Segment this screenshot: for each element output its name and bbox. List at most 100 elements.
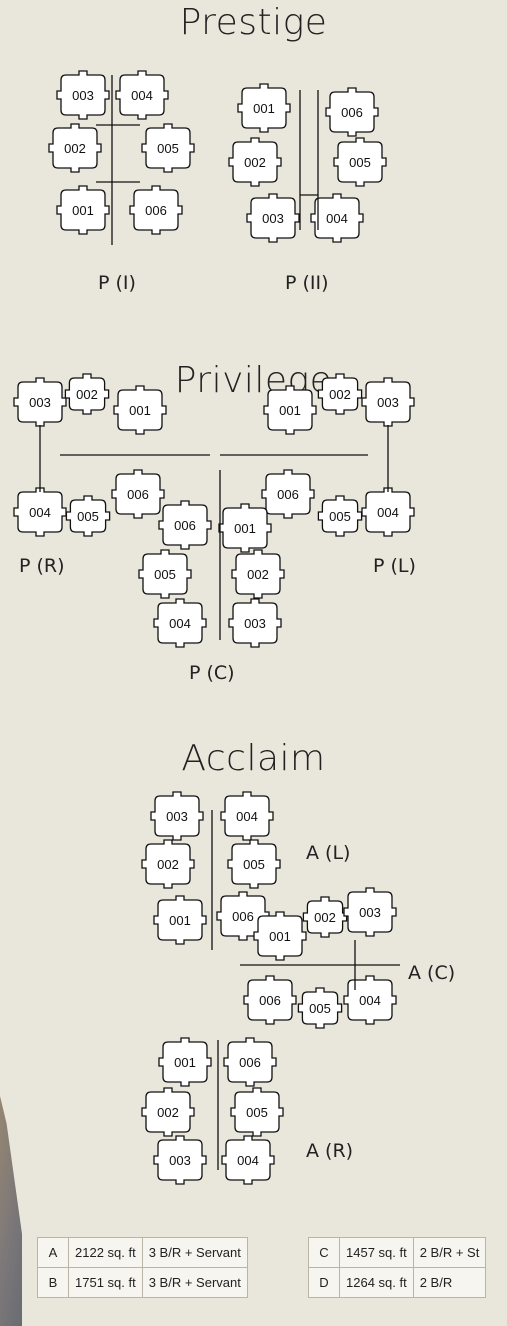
- legend-area: 2122 sq. ft: [68, 1237, 143, 1268]
- unit-number-label: 003: [29, 395, 51, 410]
- caption-p-r: P (R): [19, 555, 65, 577]
- unit-005: 005: [141, 123, 195, 173]
- legend-type: A: [37, 1237, 69, 1268]
- unit-003: 003: [13, 377, 67, 427]
- section-title-prestige: Prestige: [179, 2, 328, 43]
- legend-config: 2 B/R: [412, 1267, 487, 1298]
- legend-row: B 1751 sq. ft 3 B/R + Servant: [37, 1267, 248, 1298]
- unit-outline: [115, 70, 169, 120]
- unit-001: 001: [263, 385, 317, 435]
- unit-002: 002: [231, 549, 285, 599]
- unit-outline: [141, 1087, 195, 1137]
- unit-outline: [253, 911, 307, 961]
- unit-outline: [343, 975, 397, 1025]
- unit-001: 001: [158, 1037, 212, 1087]
- unit-outline: [13, 487, 67, 537]
- legend-type: D: [308, 1267, 340, 1298]
- unit-number-label: 002: [76, 387, 98, 402]
- unit-outline: [48, 123, 102, 173]
- unit-outline: [297, 987, 343, 1029]
- legend-type: C: [308, 1237, 340, 1268]
- unit-002: 002: [141, 839, 195, 889]
- caption-p-ii: P (II): [285, 272, 329, 294]
- unit-legend-table-right: C 1457 sq. ft 2 B/R + St D 1264 sq. ft 2…: [308, 1237, 487, 1298]
- unit-number-label: 003: [262, 211, 284, 226]
- unit-004: 004: [361, 487, 415, 537]
- unit-001: 001: [56, 185, 110, 235]
- unit-outline: [220, 791, 274, 841]
- legend-type: B: [37, 1267, 69, 1298]
- unit-number-label: 003: [244, 616, 266, 631]
- unit-number-label: 004: [236, 809, 258, 824]
- unit-outline: [141, 123, 195, 173]
- unit-number-label: 001: [279, 403, 301, 418]
- unit-outline: [243, 975, 297, 1025]
- unit-number-label: 004: [237, 1153, 259, 1168]
- unit-outline: [317, 495, 363, 537]
- unit-outline: [228, 598, 282, 648]
- unit-outline: [227, 839, 281, 889]
- unit-002: 002: [141, 1087, 195, 1137]
- legend-config: 2 B/R + St: [412, 1237, 487, 1268]
- unit-outline: [150, 791, 204, 841]
- unit-outline: [158, 1037, 212, 1087]
- unit-outline: [361, 377, 415, 427]
- legend-area: 1457 sq. ft: [339, 1237, 414, 1268]
- unit-outline: [56, 185, 110, 235]
- unit-number-label: 002: [244, 155, 266, 170]
- unit-number-label: 001: [129, 403, 151, 418]
- legend-row: D 1264 sq. ft 2 B/R: [308, 1267, 487, 1298]
- caption-p-l: P (L): [373, 555, 416, 577]
- unit-outline: [230, 1087, 284, 1137]
- unit-005: 005: [65, 495, 111, 537]
- unit-outline: [153, 1135, 207, 1185]
- unit-outline: [141, 839, 195, 889]
- unit-006: 006: [243, 975, 297, 1025]
- unit-number-label: 006: [259, 993, 281, 1008]
- unit-004: 004: [310, 193, 364, 243]
- unit-number-label: 004: [29, 505, 51, 520]
- unit-outline: [65, 495, 111, 537]
- unit-005: 005: [297, 987, 343, 1029]
- unit-outline: [333, 137, 387, 187]
- unit-number-label: 003: [169, 1153, 191, 1168]
- unit-number-label: 001: [234, 521, 256, 536]
- unit-004: 004: [153, 598, 207, 648]
- unit-outline: [361, 487, 415, 537]
- unit-outline: [343, 887, 397, 937]
- unit-number-label: 006: [145, 203, 167, 218]
- unit-005: 005: [317, 495, 363, 537]
- unit-001: 001: [253, 911, 307, 961]
- unit-number-label: 001: [169, 913, 191, 928]
- legend-right-clip: C 1457 sq. ft 2 B/R + St D 1264 sq. ft 2…: [308, 1237, 507, 1301]
- unit-outline: [310, 193, 364, 243]
- unit-number-label: 001: [269, 929, 291, 944]
- unit-number-label: 005: [154, 567, 176, 582]
- unit-number-label: 006: [174, 518, 196, 533]
- unit-outline: [153, 895, 207, 945]
- unit-002: 002: [317, 373, 363, 415]
- unit-006: 006: [223, 1037, 277, 1087]
- unit-001: 001: [113, 385, 167, 435]
- unit-003: 003: [56, 70, 110, 120]
- caption-a-l: A (L): [306, 842, 351, 864]
- caption-a-r: A (R): [306, 1140, 354, 1162]
- legend-row: A 2122 sq. ft 3 B/R + Servant: [37, 1237, 248, 1268]
- unit-outline: [221, 1135, 275, 1185]
- unit-005: 005: [227, 839, 281, 889]
- unit-outline: [302, 896, 348, 938]
- unit-outline: [56, 70, 110, 120]
- unit-004: 004: [343, 975, 397, 1025]
- unit-number-label: 004: [169, 616, 191, 631]
- unit-outline: [111, 469, 165, 519]
- unit-number-label: 003: [377, 395, 399, 410]
- unit-005: 005: [333, 137, 387, 187]
- unit-004: 004: [220, 791, 274, 841]
- unit-legend-table-left: A 2122 sq. ft 3 B/R + Servant B 1751 sq.…: [37, 1237, 248, 1298]
- unit-number-label: 006: [232, 909, 254, 924]
- unit-002: 002: [48, 123, 102, 173]
- legend-area: 1751 sq. ft: [68, 1267, 143, 1298]
- unit-outline: [261, 469, 315, 519]
- unit-number-label: 001: [253, 101, 275, 116]
- unit-number-label: 005: [243, 857, 265, 872]
